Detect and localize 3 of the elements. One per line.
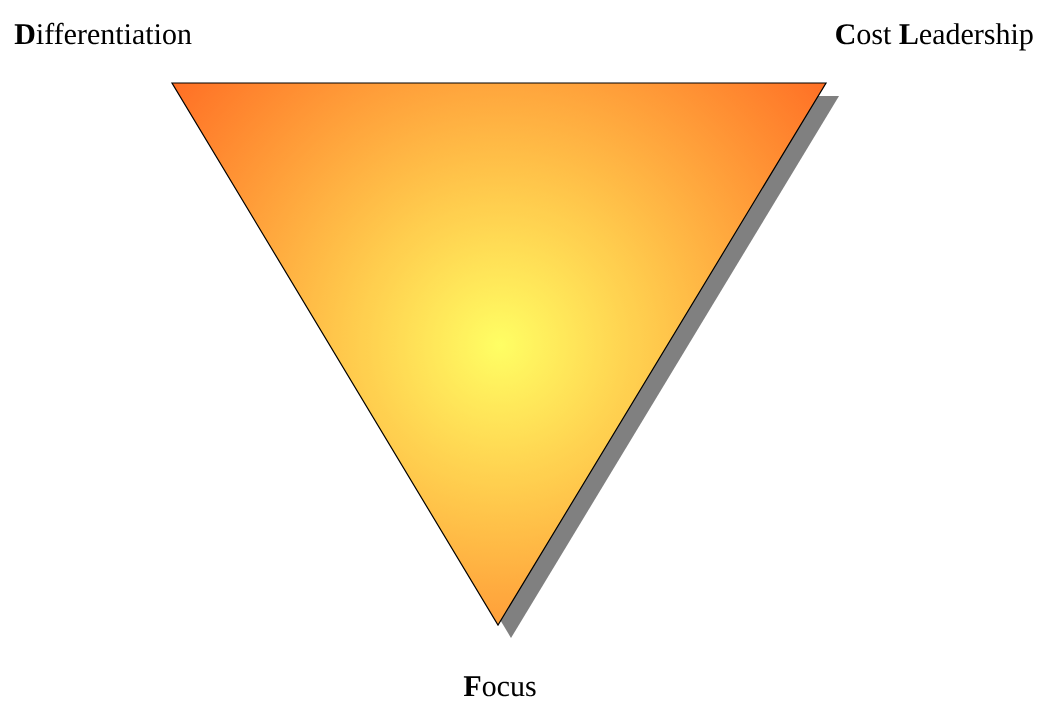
corner-label: Focus [463, 676, 536, 697]
corner-label: Differentiation [14, 22, 192, 45]
corner-label: Cost Leadership [836, 23, 1033, 51]
